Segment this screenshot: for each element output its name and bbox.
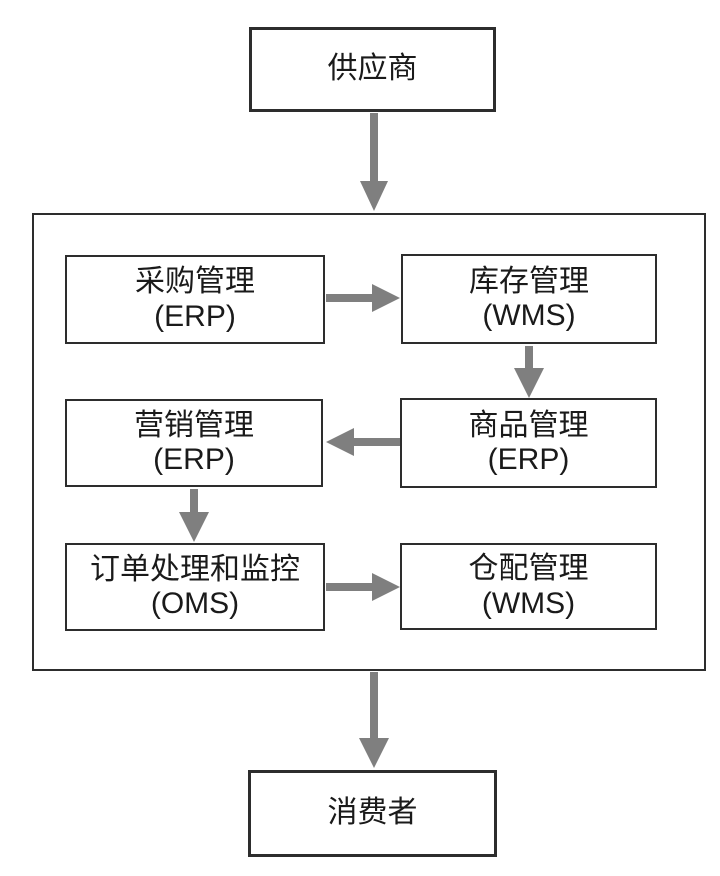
arrow-down-head-icon	[514, 368, 544, 398]
arrow-down-head-icon	[359, 738, 389, 768]
node-orders: 订单处理和监控 (OMS)	[65, 543, 325, 631]
arrow-right-head-icon	[372, 284, 400, 312]
node-system-label: (WMS)	[482, 299, 576, 332]
arrow-down-head-icon	[360, 181, 388, 211]
node-label: 仓配管理	[468, 552, 589, 585]
arrow-shaft	[326, 294, 374, 302]
node-warehouse: 仓配管理 (WMS)	[400, 543, 657, 630]
node-marketing: 营销管理 (ERP)	[65, 399, 323, 487]
node-label: 库存管理	[469, 264, 589, 298]
arrow-purchasing-to-inventory-icon	[326, 284, 400, 312]
arrow-shaft	[352, 438, 400, 446]
node-supplier: 供应商	[249, 27, 496, 112]
node-label: 供应商	[327, 52, 418, 86]
system-container-box	[32, 213, 706, 671]
node-label: 商品管理	[468, 408, 589, 442]
node-products: 商品管理 (ERP)	[400, 398, 657, 488]
node-system-label: (OMS)	[150, 587, 240, 620]
node-consumer: 消费者	[248, 770, 497, 857]
arrow-marketing-to-orders-icon	[179, 489, 209, 542]
arrow-products-to-marketing-icon	[326, 428, 400, 456]
node-system-label: (WMS)	[481, 586, 576, 620]
arrow-shaft	[190, 489, 198, 514]
node-label: 消费者	[327, 796, 418, 830]
node-label: 采购管理	[135, 265, 255, 298]
arrow-down-head-icon	[179, 512, 209, 542]
arrow-shaft	[525, 346, 533, 370]
node-system-label: (ERP)	[153, 443, 235, 476]
node-system-label: (ERP)	[154, 299, 236, 333]
arrow-shaft	[370, 672, 378, 740]
arrow-left-head-icon	[326, 428, 354, 456]
arrow-system-to-consumer-icon	[359, 672, 389, 768]
arrow-shaft	[326, 583, 374, 591]
node-label: 营销管理	[134, 408, 254, 442]
arrow-shaft	[370, 113, 378, 183]
arrow-right-head-icon	[372, 573, 400, 601]
node-purchasing: 采购管理 (ERP)	[65, 255, 325, 344]
arrow-inventory-to-products-icon	[514, 346, 544, 398]
node-label: 订单处理和监控	[90, 552, 300, 586]
arrow-orders-to-warehouse-icon	[326, 573, 400, 601]
arrow-supplier-to-system-icon	[359, 113, 389, 211]
node-inventory: 库存管理 (WMS)	[401, 254, 657, 344]
node-system-label: (ERP)	[487, 443, 570, 476]
